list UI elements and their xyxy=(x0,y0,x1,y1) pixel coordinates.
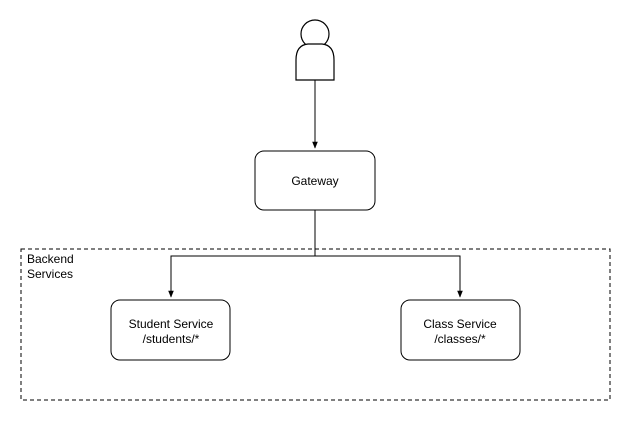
gateway-to-class-connector xyxy=(315,255,463,298)
backend-services-group[interactable] xyxy=(20,248,611,401)
gateway-node[interactable]: Gateway xyxy=(254,150,376,211)
student-service-name: Student Service xyxy=(129,317,214,331)
user-icon[interactable] xyxy=(295,19,335,81)
student-service-node[interactable]: Student Service /students/* xyxy=(110,299,231,361)
class-service-route: /classes/* xyxy=(434,332,486,346)
gateway-label: Gateway xyxy=(291,174,338,188)
class-service-node[interactable]: Class Service /classes/* xyxy=(400,299,521,361)
student-service-route: /students/* xyxy=(143,332,200,346)
group-label-line1: Backend xyxy=(27,252,74,266)
group-label-line2: Services xyxy=(27,267,73,281)
class-service-name: Class Service xyxy=(423,317,497,331)
gateway-to-student-connector xyxy=(168,210,316,298)
